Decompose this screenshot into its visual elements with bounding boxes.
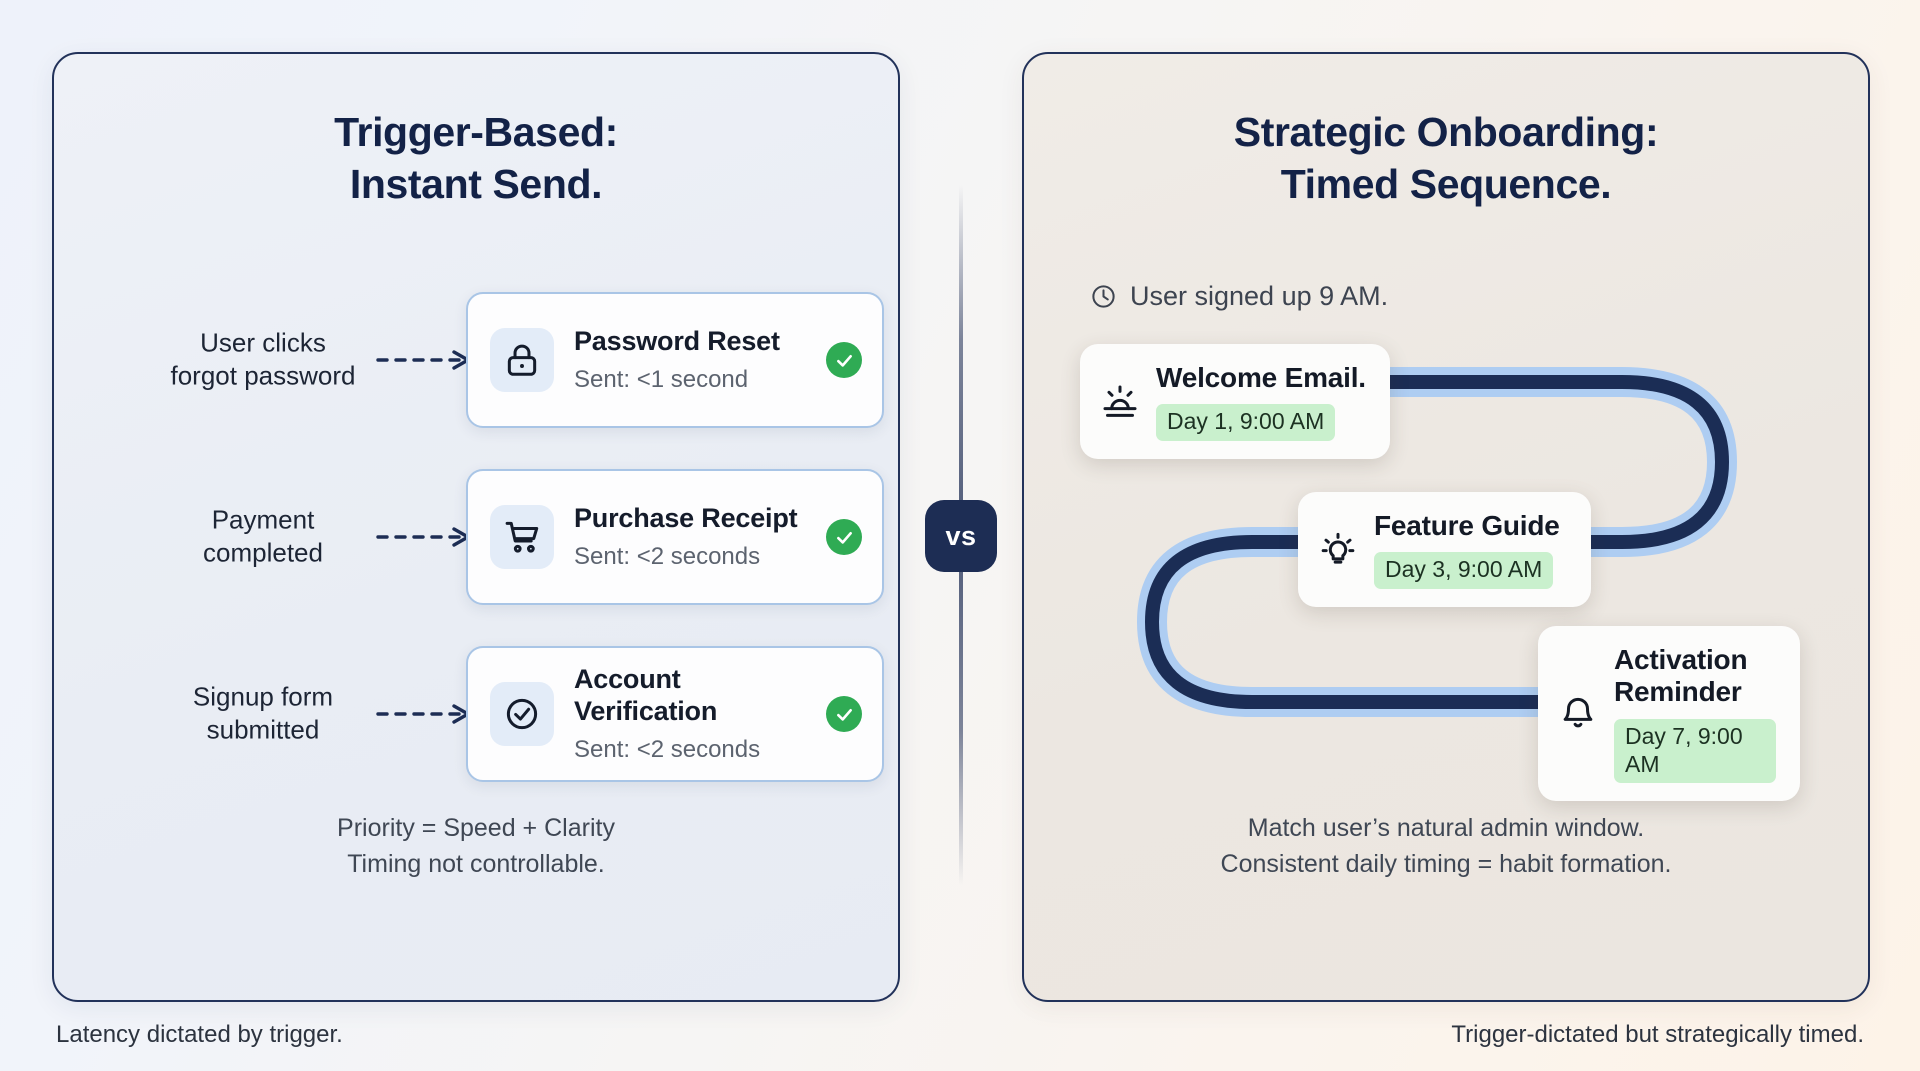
- left-footnote-line1: Priority = Speed + Clarity: [337, 814, 615, 842]
- sequence-card-badge: Day 7, 9:00 AM: [1614, 718, 1776, 784]
- sunrise-icon: [1103, 385, 1137, 417]
- check-circle-outline-icon: [490, 682, 554, 746]
- left-panel-title-line2: Instant Send.: [349, 161, 603, 208]
- right-footnote-line1: Match user’s natural admin window.: [1247, 814, 1645, 842]
- right-panel-title: Strategic Onboarding: Timed Sequence.: [1024, 106, 1868, 211]
- sequence-card-title: Activation Reminder: [1614, 644, 1748, 708]
- sequence-card-title: Feature Guide: [1374, 510, 1560, 541]
- trigger-card-title: Account Verification: [574, 663, 718, 727]
- trigger-label-line1: Signup form: [192, 681, 334, 712]
- right-panel-title-line1: Strategic Onboarding:: [1233, 109, 1659, 155]
- sequence-card-feature-guide[interactable]: Feature Guide Day 3, 9:00 AM: [1298, 492, 1591, 608]
- clock-icon: [1092, 285, 1115, 308]
- left-panel-title-line1: Trigger-Based:: [334, 109, 618, 155]
- trigger-label: Payment completed: [132, 504, 394, 571]
- trigger-label-line2: completed: [203, 538, 323, 568]
- sequence-card-text: Welcome Email. Day 1, 9:00 AM: [1156, 362, 1366, 442]
- signup-note-label: User signed up 9 AM.: [1130, 281, 1389, 311]
- trigger-card-title: Purchase Receipt: [574, 502, 798, 533]
- trigger-label: Signup form submitted: [132, 681, 394, 748]
- dashed-arrow-icon: [376, 350, 470, 370]
- trigger-based-panel: Trigger-Based: Instant Send. User clicks…: [52, 52, 900, 1002]
- trigger-label: User clicks forgot password: [132, 327, 394, 394]
- right-footnote-line2: Consistent daily timing = habit formatio…: [1220, 849, 1672, 878]
- lightbulb-icon: [1321, 532, 1355, 564]
- trigger-label-line2: submitted: [206, 715, 320, 745]
- check-circle-icon: [826, 519, 862, 555]
- check-circle-icon: [826, 696, 862, 732]
- trigger-card-account-verification[interactable]: Account Verification Sent: <2 seconds: [466, 646, 884, 782]
- trigger-row: User clicks forgot password Password Res…: [54, 292, 898, 428]
- left-panel-title: Trigger-Based: Instant Send.: [54, 106, 898, 211]
- dashed-arrow-icon: [376, 704, 470, 724]
- left-footnote-line2: Timing not controllable.: [347, 849, 605, 878]
- trigger-card-text: Password Reset Sent: <1 second: [574, 325, 826, 395]
- right-caption: Trigger-dictated but strategically timed…: [1451, 1021, 1864, 1048]
- sequence-card-badge: Day 1, 9:00 AM: [1156, 404, 1336, 442]
- sequence-card-activation-reminder[interactable]: Activation Reminder Day 7, 9:00 AM: [1538, 626, 1800, 802]
- trigger-card-title: Password Reset: [574, 325, 780, 356]
- trigger-card-purchase-receipt[interactable]: Purchase Receipt Sent: <2 seconds: [466, 469, 884, 605]
- bell-icon: [1563, 697, 1593, 727]
- signup-note: User signed up 9 AM.: [1090, 281, 1388, 312]
- trigger-card-text: Purchase Receipt Sent: <2 seconds: [574, 502, 826, 572]
- sequence-card-text: Feature Guide Day 3, 9:00 AM: [1374, 510, 1560, 590]
- trigger-label-line1: User clicks: [200, 327, 326, 358]
- trigger-label-line2: forgot password: [170, 361, 356, 391]
- dashed-arrow-icon: [376, 527, 470, 547]
- left-caption: Latency dictated by trigger.: [56, 1021, 343, 1048]
- trigger-label-line1: Payment: [211, 504, 315, 535]
- sequence-card-text: Activation Reminder Day 7, 9:00 AM: [1614, 644, 1776, 784]
- trigger-card-subtitle: Sent: <1 second: [574, 366, 749, 394]
- trigger-card-text: Account Verification Sent: <2 seconds: [574, 663, 826, 766]
- trigger-card-password-reset[interactable]: Password Reset Sent: <1 second: [466, 292, 884, 428]
- trigger-row: Signup form submitted Account Verificati…: [54, 646, 898, 782]
- sequence-card-title: Welcome Email.: [1156, 362, 1366, 393]
- sequence-card-badge: Day 3, 9:00 AM: [1374, 552, 1554, 590]
- trigger-card-subtitle: Sent: <2 seconds: [574, 543, 761, 571]
- right-panel-footnote: Match user’s natural admin window. Consi…: [1024, 811, 1868, 882]
- vs-badge: vs: [925, 500, 997, 572]
- right-panel-title-line2: Timed Sequence.: [1280, 161, 1612, 208]
- trigger-row: Payment completed Purchase Receipt Sent:…: [54, 469, 898, 605]
- trigger-card-subtitle: Sent: <2 seconds: [574, 736, 761, 764]
- shopping-cart-icon: [490, 505, 554, 569]
- sequence-card-welcome-email[interactable]: Welcome Email. Day 1, 9:00 AM: [1080, 344, 1390, 460]
- check-circle-icon: [826, 342, 862, 378]
- left-panel-footnote: Priority = Speed + Clarity Timing not co…: [54, 811, 898, 882]
- lock-icon: [490, 328, 554, 392]
